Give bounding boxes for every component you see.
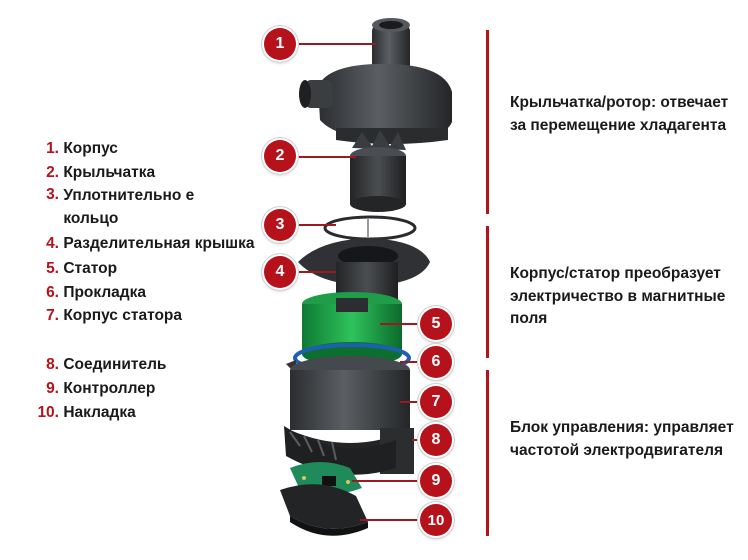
callout-badge-1: 1 <box>264 28 296 60</box>
cover-plate <box>280 484 368 536</box>
legend-label: Прокладка <box>63 284 147 301</box>
divider-rotor <box>486 30 489 214</box>
leader-line-6 <box>400 361 422 363</box>
leader-line-10 <box>360 519 422 521</box>
stator <box>302 292 402 366</box>
leader-line-7 <box>400 401 422 403</box>
legend-label: Соединитель <box>63 356 167 373</box>
legend-number: 1. <box>46 140 59 157</box>
legend-item-9: 9. Контроллер <box>38 378 155 400</box>
legend-item-1: 1. Корпус <box>38 138 118 160</box>
callout-badge-8: 8 <box>420 424 452 456</box>
legend-item-3: 3. Уплотнительно е кольцо <box>38 184 213 230</box>
legend-item-8: 8. Соединитель <box>38 354 166 376</box>
legend-number: 7. <box>46 307 59 324</box>
divider-control <box>486 370 489 536</box>
leader-line-1 <box>296 43 376 45</box>
callout-badge-7: 7 <box>420 386 452 418</box>
legend-label: Разделительная крышка <box>63 235 255 252</box>
pump-housing <box>299 18 452 144</box>
legend-label: Уплотнительно е кольцо <box>63 187 195 227</box>
legend-number: 9. <box>46 380 59 397</box>
legend-label: Контроллер <box>63 380 156 397</box>
leader-line-5 <box>380 323 422 325</box>
callout-badge-10: 10 <box>420 504 452 536</box>
callout-badge-2: 2 <box>264 140 296 172</box>
legend-label: Корпус <box>63 140 118 157</box>
callout-badge-4: 4 <box>264 256 296 288</box>
legend-number: 6. <box>46 284 59 301</box>
callout-badge-9: 9 <box>420 465 452 497</box>
divider-stator <box>486 226 489 358</box>
legend-number: 2. <box>46 164 59 181</box>
leader-line-2 <box>296 156 356 158</box>
description-rotor: Крыльчатка/ротор: отвечает за перемещени… <box>510 94 729 134</box>
leader-line-9 <box>352 480 422 482</box>
leader-line-3 <box>296 224 336 226</box>
callout-badge-3: 3 <box>264 209 296 241</box>
legend-label: Корпус статора <box>63 307 183 324</box>
legend-item-10: 10. Накладка <box>30 402 136 424</box>
description-control: Блок управления: управляет частотой элек… <box>510 419 734 459</box>
legend-item-6: 6. Прокладка <box>38 282 146 304</box>
callout-badge-5: 5 <box>420 308 452 340</box>
legend-number: 3. <box>46 186 59 203</box>
legend-item-2: 2. Крыльчатка <box>38 162 155 184</box>
legend-item-7: 7. Корпус статора <box>38 305 182 327</box>
legend-number: 5. <box>46 260 59 277</box>
callout-badge-6: 6 <box>420 346 452 378</box>
separation-cover <box>298 238 430 306</box>
legend-label: Крыльчатка <box>63 164 156 181</box>
description-stator: Корпус/статор преобразует электричество … <box>510 265 726 327</box>
legend-number: 4. <box>46 235 59 252</box>
legend-label: Статор <box>63 260 118 277</box>
leader-line-8 <box>412 439 422 441</box>
seal-ring <box>323 215 417 241</box>
legend-number: 10. <box>37 404 59 421</box>
legend-item-5: 5. Статор <box>38 258 117 280</box>
leader-line-4 <box>296 271 336 273</box>
legend-number: 8. <box>46 356 59 373</box>
impeller <box>350 130 406 212</box>
legend-item-4: 4. Разделительная крышка <box>38 233 254 255</box>
legend-label: Накладка <box>63 404 136 421</box>
